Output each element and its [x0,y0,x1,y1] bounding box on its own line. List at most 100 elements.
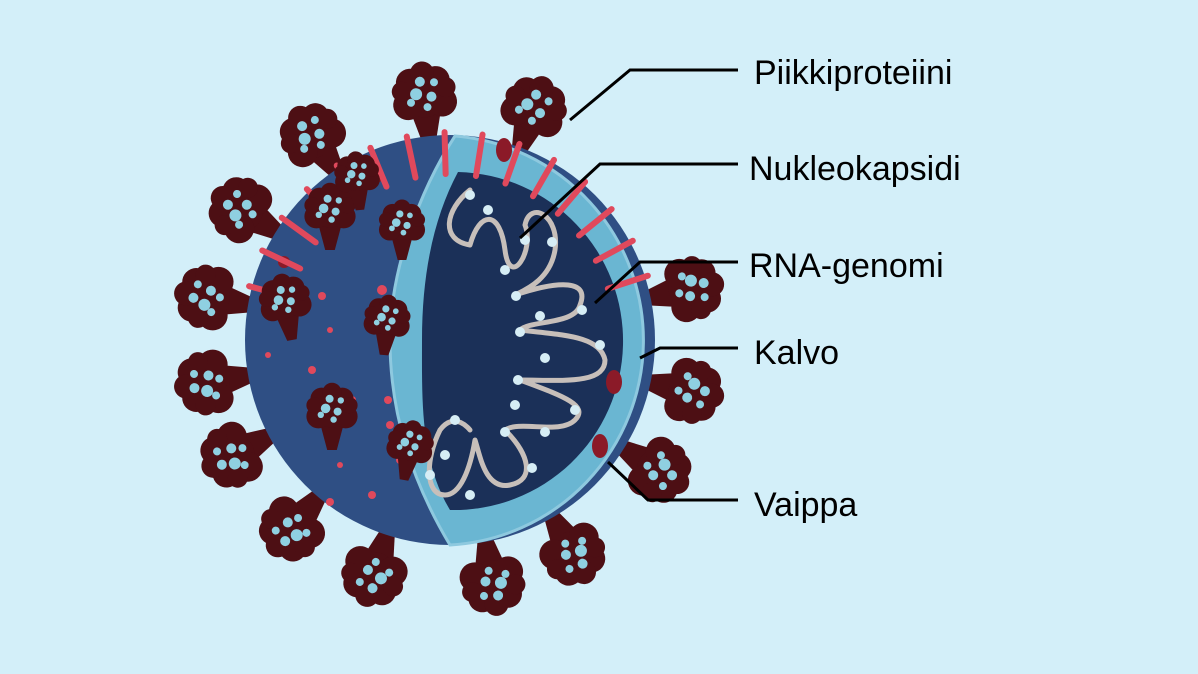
spike-dot-4 [240,461,249,470]
spike-dot-5 [561,539,570,548]
nucleocapsid-bead-18 [440,450,450,460]
membrane-protein-13 [592,237,636,264]
spike-dot-5 [484,566,493,575]
spike-crown-lobe-6 [383,576,404,597]
spike-dot-4 [271,304,279,311]
spike-crown-lobe-6 [294,537,315,558]
spike-crown-lobe-6 [691,360,712,381]
label-envelope: Vaippa [754,486,857,524]
spike-crown-lobe-5 [484,591,509,616]
spike-dot-0 [290,529,303,542]
spike-protein-front-1 [378,199,426,260]
spike-dot-0 [494,576,507,589]
membrane-protein-8 [472,131,486,180]
spike-crown-lobe-7 [317,108,338,129]
leader-line-0 [569,68,738,122]
spike-dot-4 [578,536,587,545]
spike-dot-3 [193,280,202,289]
spike-dot-2 [382,305,390,313]
spike-dot-2 [222,199,233,210]
spike-dot-1 [205,285,216,296]
nucleocapsid-bead-12 [570,405,580,415]
nucleocapsid-bead-0 [465,190,475,200]
spike-crown-lobe-7 [462,581,483,602]
spike-dot-4 [396,444,403,450]
label-membrane: Kalvo [754,334,839,372]
spike-dot-1 [411,443,419,451]
spike-stalk [375,332,396,356]
spike-dot-4 [406,98,415,107]
surface-dot-5 [377,285,387,295]
spike-dot-3 [271,526,280,535]
spike-dot-4 [317,411,324,418]
spike-dot-0 [658,458,671,471]
spike-stalk [276,314,299,341]
surface-dot-8 [308,366,316,374]
spike-dot-5 [328,216,335,223]
spike-dot-2 [297,121,308,132]
spike-stalk [320,426,344,450]
spike-dot-2 [325,394,334,403]
spike-protein-front-4 [306,382,358,450]
spike-protein-front-2 [258,273,312,341]
surface-dot-4 [318,292,326,300]
spike-stalk [391,238,413,260]
spike-dot-3 [700,293,709,302]
spike-dot-0 [318,203,329,214]
membrane-protein-7 [441,129,449,178]
spike-dot-1 [648,470,659,481]
label-spike-protein: Piikkiproteiini [754,54,952,92]
spike-dot-3 [335,197,342,204]
spike-dot-0 [298,132,311,145]
spike-crown-lobe-7 [207,428,228,449]
spike-crown-lobe-7 [546,559,567,580]
spike-dot-4 [302,528,311,537]
spike-dot-3 [429,78,438,87]
spike-dot-5 [407,450,414,457]
nucleocapsid-bead-8 [515,327,525,337]
leader-line-4 [606,460,738,502]
spike-dot-4 [235,220,244,229]
envelope-protein-1 [592,434,608,458]
spike-dot-1 [241,199,252,210]
leader-line-1 [518,162,738,240]
spike-dot-5 [423,103,432,112]
spike-dot-2 [350,162,358,170]
spike-stalk [397,456,418,481]
spike-dot-3 [361,163,367,169]
spike-dot-5 [527,116,536,125]
label-rna-genome: RNA-genomi [749,247,944,285]
spike-dot-4 [373,319,380,326]
spike-dot-5 [330,416,337,423]
nucleocapsid-bead-5 [511,291,521,301]
spike-protein-front-3 [363,294,411,356]
spike-crown-lobe-7 [396,309,411,324]
spike-crown-lobe-5 [272,273,292,293]
spike-dot-0 [198,298,211,311]
spike-dot-3 [565,564,574,573]
spike-dot-1 [560,549,571,560]
spike-dot-1 [286,297,295,306]
spike-dot-2 [323,194,332,203]
spike-dot-5 [285,306,292,313]
cutaway-interior [421,172,624,511]
spike-dot-3 [479,591,488,600]
spike-dot-5 [675,289,684,298]
spike-proteins-back [174,61,725,616]
leader-lines [518,68,738,502]
spike-crown-lobe-6 [391,81,412,102]
spike-dot-2 [577,558,588,569]
leader-line-3 [639,346,738,360]
spike-crown-lobe-7 [419,435,434,451]
spike-dot-0 [688,377,701,390]
spike-dot-1 [282,517,293,528]
spike-dot-4 [656,451,665,460]
spike-dot-5 [643,461,652,470]
spike-dot-2 [280,536,291,547]
spike-dot-5 [248,210,257,219]
spike-dot-3 [213,447,222,456]
spike-dot-2 [493,590,504,601]
spike-crown-lobe-7 [341,562,362,583]
spike-protein-rim-3 [174,264,259,331]
nucleocapsid-bead-10 [540,353,550,363]
